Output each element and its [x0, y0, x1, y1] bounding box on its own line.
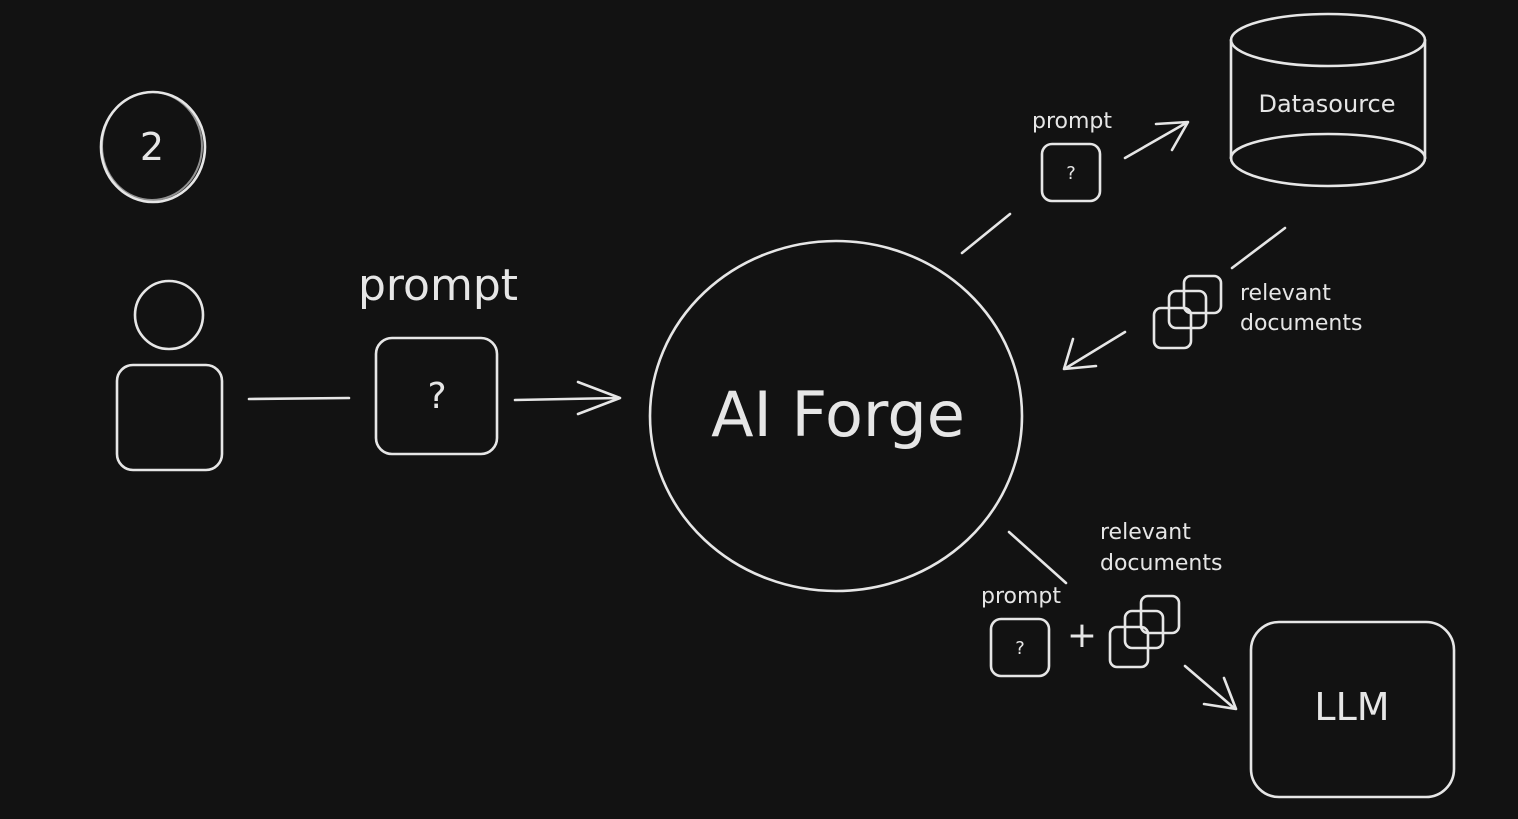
llm-node: LLM [1249, 620, 1456, 799]
arrow-icon [1202, 676, 1238, 711]
main-prompt-box: ? [374, 336, 499, 456]
question-box-icon [1040, 142, 1102, 203]
arrow-to-llm [1183, 664, 1238, 711]
database-icon [1229, 12, 1427, 188]
user-head [133, 279, 205, 351]
step-badge: 2 [99, 90, 207, 204]
return-docs-label-line1: relevant [1240, 281, 1331, 306]
question-box-icon [374, 336, 499, 456]
user-body [115, 363, 224, 472]
documents-stack-icon [1152, 274, 1223, 350]
datasource-label: Datasource [1258, 90, 1395, 118]
datasource-forge-connector [1230, 226, 1287, 270]
llm-prompt-box: ? [989, 617, 1051, 678]
main-prompt-label: prompt [358, 260, 518, 311]
arrow-prompt-to-forge [513, 380, 622, 416]
plus-sign: + [1067, 615, 1097, 656]
arrow-icon [1062, 337, 1098, 371]
llm-prompt-symbol: ? [1015, 638, 1025, 659]
arrow-to-forge [1062, 330, 1127, 371]
forge-llm-connector [1007, 530, 1068, 585]
documents-stack-icon [1108, 594, 1181, 669]
user-prompt-connector [247, 396, 351, 401]
llm-docs-label-line1: relevant [1100, 520, 1191, 545]
user-icon [115, 279, 224, 472]
llm-prompt-label: prompt [981, 584, 1061, 609]
main-prompt-symbol: ? [427, 376, 446, 417]
return-docs-label-line2: documents [1240, 311, 1362, 336]
llm-docs-label-line2: documents [1100, 551, 1222, 576]
ai-forge-circle [648, 239, 1024, 593]
llm-label: LLM [1314, 685, 1389, 729]
arrow-icon [576, 380, 622, 416]
datasource-prompt-symbol: ? [1066, 163, 1076, 184]
step-number: 2 [140, 125, 164, 169]
arrow-icon [1154, 120, 1190, 152]
ai-forge-label: AI Forge [711, 378, 965, 451]
arrow-to-datasource [1123, 120, 1190, 160]
ai-forge-node: AI Forge [648, 239, 1024, 593]
llm-box [1249, 620, 1456, 799]
datasource-prompt-box: ? [1040, 142, 1102, 203]
datasource-node: Datasource [1229, 12, 1427, 188]
datasource-prompt-label: prompt [1032, 109, 1112, 134]
question-box-icon [989, 617, 1051, 678]
forge-datasource-connector [960, 212, 1012, 255]
